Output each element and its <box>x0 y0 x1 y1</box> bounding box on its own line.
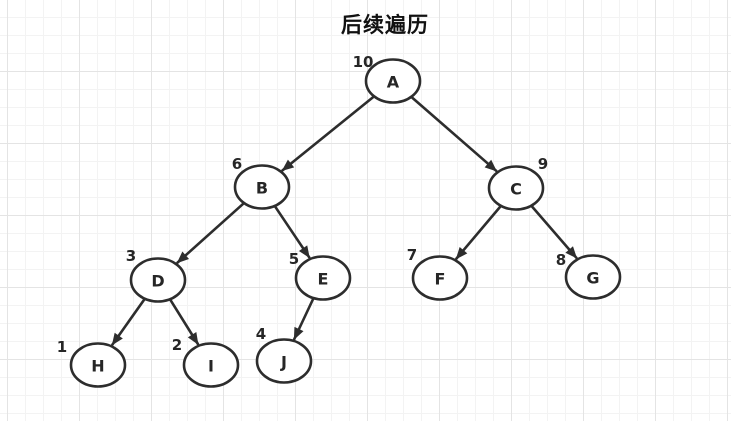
node-label-F: F <box>435 270 446 289</box>
tree-node-I[interactable]: I <box>182 342 240 388</box>
tree-node-H[interactable]: H <box>69 342 127 388</box>
tree-node-A[interactable]: A <box>364 58 422 104</box>
node-circle-G[interactable] <box>564 254 622 300</box>
node-label-C: C <box>510 180 522 199</box>
order-label-B[interactable]: 6 <box>232 155 242 173</box>
tree-node-B[interactable]: B <box>233 164 291 210</box>
edge-C-G[interactable] <box>530 205 578 260</box>
edge-E-J[interactable] <box>292 297 315 341</box>
tree-node-C[interactable]: C <box>487 165 545 211</box>
order-label-C[interactable]: 9 <box>538 155 548 173</box>
node-label-G: G <box>586 269 599 288</box>
node-label-I: I <box>208 357 214 376</box>
edge-B-E[interactable] <box>273 205 311 259</box>
node-label-B: B <box>256 179 268 198</box>
order-label-H[interactable]: 1 <box>57 338 67 356</box>
order-label-I[interactable]: 2 <box>172 336 182 354</box>
order-label-A[interactable]: 10 <box>353 53 374 71</box>
edge-C-F[interactable] <box>455 205 502 260</box>
node-label-A: A <box>387 73 400 92</box>
diagram-title[interactable]: 后续遍历 <box>341 13 429 37</box>
node-circle-J[interactable] <box>255 338 313 384</box>
edge-D-H[interactable] <box>111 298 146 346</box>
edge-B-D[interactable] <box>176 202 245 264</box>
order-label-D[interactable]: 3 <box>126 247 136 265</box>
node-circle-E[interactable] <box>294 255 352 301</box>
order-label-J[interactable]: 4 <box>256 325 266 343</box>
node-label-D: D <box>151 272 164 291</box>
tree-node-G[interactable]: G <box>564 254 622 300</box>
node-circle-B[interactable] <box>233 164 291 210</box>
order-label-G[interactable]: 8 <box>556 251 566 269</box>
node-circle-F[interactable] <box>411 255 469 301</box>
edge-A-C[interactable] <box>410 96 498 173</box>
node-label-E: E <box>318 270 329 289</box>
node-circle-D[interactable] <box>129 257 187 303</box>
order-label-E[interactable]: 5 <box>289 250 299 268</box>
tree-node-D[interactable]: D <box>129 257 187 303</box>
node-circle-A[interactable] <box>364 58 422 104</box>
tree-node-F[interactable]: F <box>411 255 469 301</box>
tree-node-E[interactable]: E <box>294 255 352 301</box>
edge-A-B[interactable] <box>281 95 375 172</box>
node-label-J: J <box>280 353 287 372</box>
node-circle-H[interactable] <box>69 342 127 388</box>
node-circle-C[interactable] <box>487 165 545 211</box>
tree-node-J[interactable]: J <box>255 338 313 384</box>
node-circle-I[interactable] <box>182 342 240 388</box>
node-label-H: H <box>91 357 104 376</box>
edge-D-I[interactable] <box>169 298 200 346</box>
order-label-F[interactable]: 7 <box>407 246 417 264</box>
